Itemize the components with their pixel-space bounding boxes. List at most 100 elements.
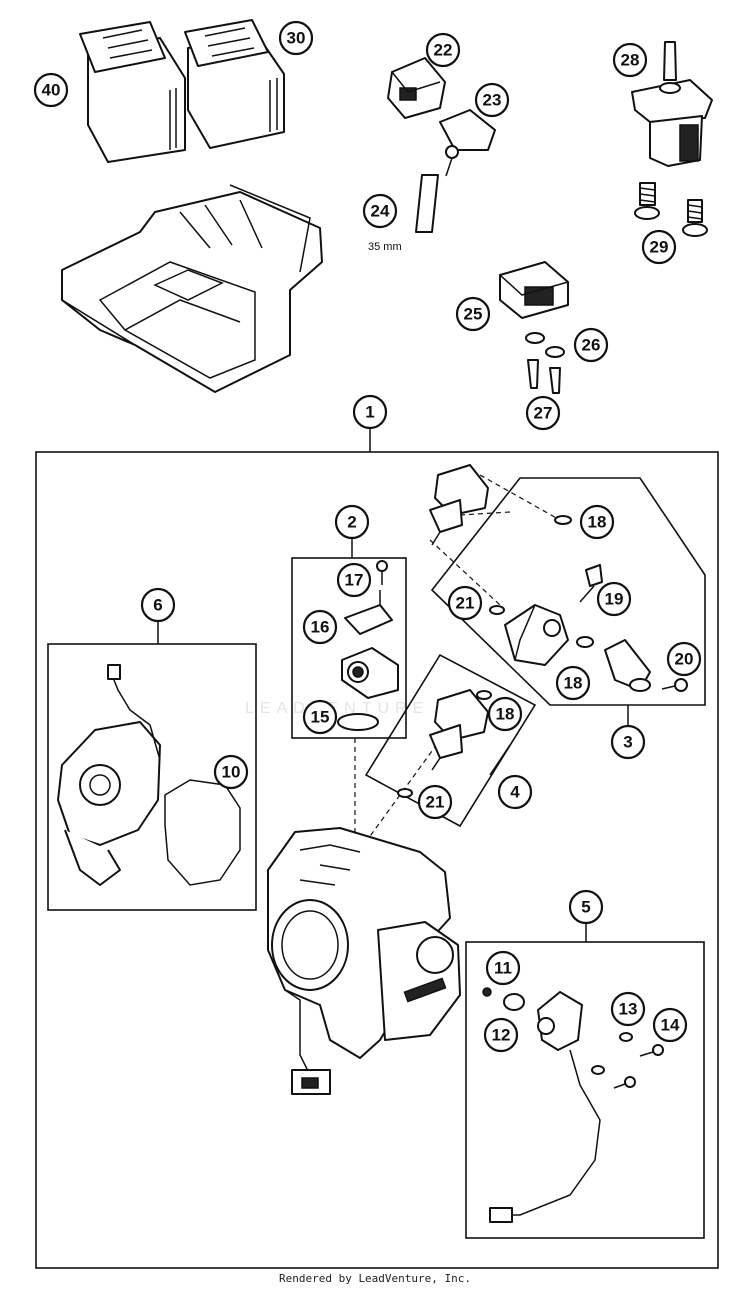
svg-text:26: 26 xyxy=(582,336,601,355)
part-27-bolts xyxy=(527,359,561,394)
svg-text:11: 11 xyxy=(494,959,512,978)
callout-19: 19 xyxy=(596,581,632,617)
callout-2: 2 xyxy=(334,504,370,540)
callout-14: 14 xyxy=(652,1007,688,1043)
part-14-screw xyxy=(639,1044,664,1057)
callout-40: 40 xyxy=(33,72,69,108)
part-40-control-unit xyxy=(79,21,186,163)
callout-21-upper: 21 xyxy=(447,585,483,621)
kit-6-frame xyxy=(47,643,257,911)
part-29-screws xyxy=(634,182,708,237)
svg-text:12: 12 xyxy=(492,1026,511,1045)
callout-11: 11 xyxy=(485,950,521,986)
assembly-1-frame xyxy=(35,451,719,1269)
svg-text:40: 40 xyxy=(42,81,61,100)
callout-20: 20 xyxy=(666,641,702,677)
kit-5-frame xyxy=(465,941,705,1239)
svg-text:24: 24 xyxy=(371,202,390,221)
svg-text:18: 18 xyxy=(564,674,583,693)
callout-30: 30 xyxy=(278,20,314,56)
part-20-bolt xyxy=(661,678,688,692)
svg-text:6: 6 xyxy=(153,596,162,615)
callout-22: 22 xyxy=(425,32,461,68)
part-19-screw xyxy=(579,564,603,603)
svg-text:21: 21 xyxy=(426,793,445,812)
part-25-connector xyxy=(499,261,569,319)
part-23-sensor xyxy=(439,109,496,177)
part-18-o-ring xyxy=(554,515,572,525)
part-washer-bolt xyxy=(591,1065,636,1089)
part-21-seal xyxy=(489,605,505,615)
callout-13: 13 xyxy=(610,991,646,1027)
watermark-text: LEADVENTURE xyxy=(245,700,429,717)
callout-24: 24 xyxy=(362,193,398,229)
svg-text:30: 30 xyxy=(287,29,306,48)
svg-text:17: 17 xyxy=(345,571,364,590)
part-18-washer xyxy=(576,636,594,648)
part-28-sensor xyxy=(631,41,713,167)
part-16-bracket xyxy=(344,590,393,635)
callout-4: 4 xyxy=(497,774,533,810)
callout-15: 15 xyxy=(302,699,338,735)
svg-text:13: 13 xyxy=(619,1000,638,1019)
svg-text:10: 10 xyxy=(222,763,241,782)
part-26-washers xyxy=(525,332,565,358)
svg-text:4: 4 xyxy=(510,783,520,802)
svg-text:19: 19 xyxy=(605,590,624,609)
part-24-hose: 35 mm xyxy=(368,174,439,253)
kit-2-frame xyxy=(291,557,407,739)
callout-25: 25 xyxy=(455,296,491,332)
svg-text:28: 28 xyxy=(621,51,640,70)
part-17-screw xyxy=(376,560,388,585)
callout-1: 1 xyxy=(352,394,388,430)
callout-16: 16 xyxy=(302,609,338,645)
callout-23: 23 xyxy=(474,82,510,118)
callout-5: 5 xyxy=(568,889,604,925)
callout-29: 29 xyxy=(641,229,677,265)
callout-12: 12 xyxy=(483,1017,519,1053)
svg-text:2: 2 xyxy=(347,513,356,532)
dimension-label: 35 mm xyxy=(368,241,402,253)
callout-28: 28 xyxy=(612,42,648,78)
callout-18-upper: 18 xyxy=(579,504,615,540)
svg-text:1: 1 xyxy=(365,403,374,422)
svg-text:27: 27 xyxy=(534,404,553,423)
svg-text:14: 14 xyxy=(661,1016,680,1035)
svg-text:3: 3 xyxy=(623,733,632,752)
part-10-gasket xyxy=(164,779,241,886)
part-throttle-body xyxy=(267,827,461,1095)
callout-18-lower: 18 xyxy=(487,696,523,732)
part-22-connector xyxy=(387,57,446,119)
part-injector-upper xyxy=(429,464,489,546)
svg-text:22: 22 xyxy=(434,41,453,60)
part-tps-sensor xyxy=(341,647,399,699)
svg-text:29: 29 xyxy=(650,238,669,257)
svg-text:16: 16 xyxy=(311,618,330,637)
svg-text:23: 23 xyxy=(483,91,502,110)
part-11-nut xyxy=(482,987,492,997)
callout-17: 17 xyxy=(336,562,372,598)
callout-3: 3 xyxy=(610,724,646,760)
part-13-washer xyxy=(619,1032,633,1042)
part-15-o-ring xyxy=(337,713,379,731)
callout-18-middle: 18 xyxy=(555,665,591,701)
svg-text:15: 15 xyxy=(311,708,330,727)
svg-text:5: 5 xyxy=(581,898,590,917)
part-30-control-unit xyxy=(184,19,285,149)
part-fuel-rail xyxy=(504,604,569,666)
part-cover-assembly xyxy=(57,664,161,886)
svg-text:18: 18 xyxy=(588,513,607,532)
part-12-o-ring xyxy=(503,993,525,1011)
svg-text:18: 18 xyxy=(496,705,515,724)
part-pressure-regulator xyxy=(604,639,651,692)
callout-27: 27 xyxy=(525,395,561,431)
kit-3-frame xyxy=(430,477,706,706)
part-injector-lower xyxy=(397,689,492,798)
callout-21-lower: 21 xyxy=(417,784,453,820)
svg-text:21: 21 xyxy=(456,594,475,613)
callout-6: 6 xyxy=(140,587,176,623)
credit-text: Rendered by LeadVenture, Inc. xyxy=(278,1272,472,1285)
callout-10: 10 xyxy=(213,754,249,790)
